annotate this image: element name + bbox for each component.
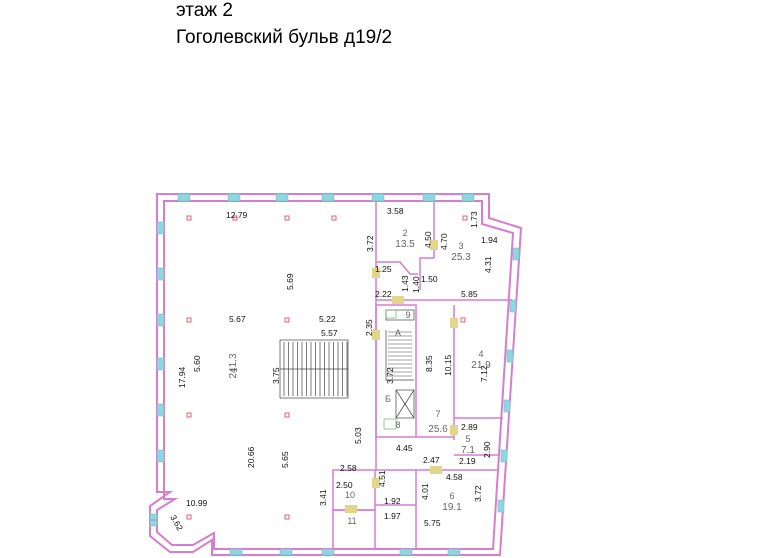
dimension-label: 3.62 [168,513,185,533]
dimension-label: 2.22 [375,289,392,299]
room-6-number: 6 [449,491,454,501]
dimension-label: 1.40 [411,276,421,293]
dimension-label: 1.92 [384,496,401,506]
dimension-label: 1.97 [384,511,401,521]
doors [345,240,458,513]
dimension-label: 5.85 [461,289,478,299]
dimension-label: 10.99 [186,498,208,508]
dimension-label: 7.12 [479,365,489,382]
outer-walls [149,193,523,556]
dimension-label: 4.01 [420,483,430,500]
main-staircase [279,339,349,399]
room-3-number: 3 [458,241,463,251]
room-4-area: 21.9 [471,360,491,371]
dimension-label: 3.72 [473,485,483,502]
dimension-label: 10.15 [443,354,453,376]
columns [186,215,468,520]
dimension-label: 4.45 [396,443,413,453]
dimension-label: 5.22 [319,314,336,324]
room-1-number: 1 [229,367,239,372]
address-label: Гоголевский бульв д19/2 [176,27,393,48]
dimension-label: 20.66 [246,446,256,468]
dimension-label: 2.90 [482,441,492,458]
interior-walls [332,201,512,550]
dimension-label: 5.60 [192,355,202,372]
room-11-number: 11 [347,516,356,526]
dimension-label: 5.03 [353,427,363,444]
room-7-area: 25.6 [428,424,448,435]
marker-b: Б [385,394,391,404]
dimension-label: 1.73 [469,211,479,228]
dimension-label: 3.72 [385,367,395,384]
room-labels: 1 241.3 2 13.5 3 25.3 4 21.9 5 7.1 6 19.… [228,228,491,526]
dimension-label: 5.65 [280,451,290,468]
room-1-area: 241.3 [228,353,239,378]
dimension-label: 2.35 [364,319,374,336]
dimension-label: 3.58 [387,206,404,216]
dimension-label: 2.58 [340,463,357,473]
dimension-label: 4.58 [446,472,463,482]
dimension-label: 3.72 [365,235,375,252]
dimension-label: 2.50 [336,480,353,490]
windows [149,193,520,556]
room-3-area: 25.3 [451,252,471,263]
dimension-label: 5.75 [424,518,441,528]
dimension-label: 1.43 [400,275,410,292]
marker-a: A [395,328,401,338]
dimension-label: 1.25 [375,264,392,274]
stair-core [383,309,415,430]
room-9-number: 9 [405,310,410,320]
dimension-label: 12.79 [226,210,248,220]
room-2-number: 2 [402,228,407,238]
dimension-label: 5.67 [229,314,246,324]
dimension-label: 4.51 [377,470,387,487]
room-7-number: 7 [435,409,440,419]
dimension-label: 4.50 [423,231,433,248]
dimension-label: 8.35 [424,355,434,372]
dimension-label: 4.70 [439,233,449,250]
dimension-label: 1.94 [481,235,498,245]
room-5-number: 5 [465,434,470,444]
floor-label: этаж 2 [176,0,233,21]
dimension-label: 2.89 [461,422,478,432]
dimension-label: 5.57 [321,328,338,338]
dimension-label: 1.50 [421,274,438,284]
room-6-area: 19.1 [442,502,462,513]
core-steps [388,331,412,377]
dimension-label: 17.94 [177,366,187,388]
room-5-area: 7.1 [461,445,475,456]
room-4-number: 4 [478,349,483,359]
dimension-label: 2.19 [459,456,476,466]
room-10-number: 10 [345,490,355,500]
dimension-label: 3.75 [271,367,281,384]
dimension-label: 3.41 [318,489,328,506]
dimension-label: 4.31 [483,256,493,273]
room-2-area: 13.5 [395,239,415,250]
room-8-number: 8 [395,420,400,430]
dimension-label: 2.47 [423,455,440,465]
dimension-label: 5.69 [285,273,295,290]
